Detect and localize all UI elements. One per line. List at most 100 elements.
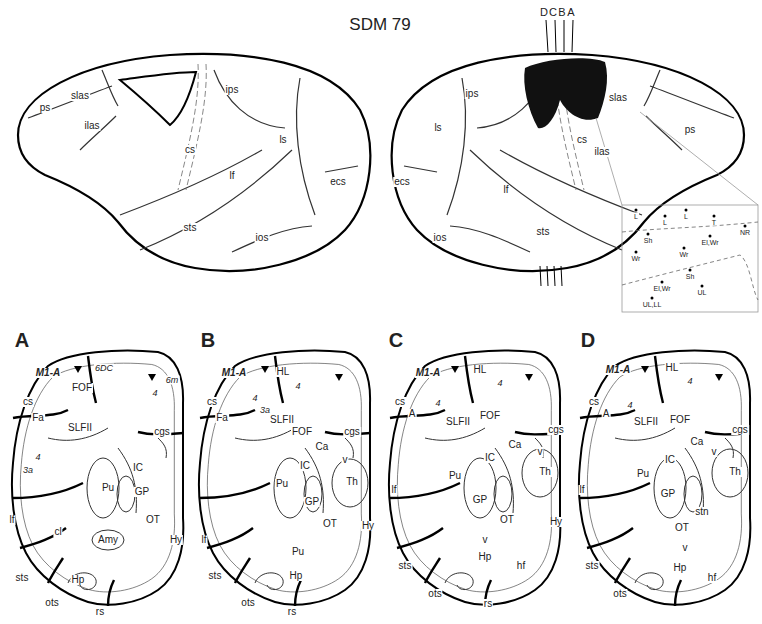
site-label: UL,LL	[642, 301, 663, 308]
left-hemisphere	[18, 54, 370, 271]
sulcus-label: OT	[674, 523, 690, 533]
sulcus-label: stn	[694, 507, 709, 517]
sulcus-label: Hy	[549, 517, 563, 527]
sulcus-label: cs	[206, 397, 218, 407]
sulcus-label: lf	[579, 485, 586, 495]
sulcus-label: sts	[183, 223, 198, 233]
sulcus-label: Pu	[636, 469, 650, 479]
panel-letter: C	[388, 330, 404, 350]
sulcus-label: HL	[276, 367, 291, 377]
sulcus-label: ilas	[593, 147, 610, 157]
area-label: 4	[34, 453, 41, 462]
area-label: 4	[434, 399, 441, 408]
sulcus-label: Th	[345, 477, 359, 487]
sulcus-label: sts	[208, 571, 223, 581]
sulcus-label: Amy	[97, 535, 119, 545]
site-label: T	[711, 219, 717, 226]
sulcus-label: cs	[22, 397, 34, 407]
sulcus-label: Hy	[361, 521, 375, 531]
area-label: M1-A	[415, 368, 441, 378]
sulcus-label: OT	[499, 515, 515, 525]
sulcus-label: ilas	[83, 121, 100, 131]
sulcus-label: Hp	[289, 571, 304, 581]
sulcus-label: ots	[427, 589, 442, 599]
sulcus-label: cs	[588, 397, 600, 407]
panel-letter: A	[14, 330, 30, 350]
site-label: NR	[739, 229, 751, 236]
section-marker: B	[557, 7, 566, 18]
sulcus-label: ips	[225, 85, 240, 95]
sulcus-label: A	[602, 409, 611, 419]
coronal-section	[579, 351, 750, 606]
sulcus-label: A	[408, 409, 417, 419]
sulcus-label: lf	[503, 185, 510, 195]
sulcus-label: Th	[728, 467, 742, 477]
sulcus-label: IC	[132, 463, 144, 473]
area-label: 4	[496, 379, 503, 388]
sulcus-label: Hp	[478, 552, 493, 562]
site-label: El,Wr	[701, 239, 720, 246]
sulcus-label: SLFII	[269, 415, 295, 425]
sulcus-label: cgs	[731, 425, 749, 435]
sulcus-label: hf	[516, 561, 526, 571]
sulcus-label: cs	[184, 145, 196, 155]
sulcus-label: ots	[44, 598, 59, 608]
thalamus-outline	[92, 449, 748, 550]
figure-title: SDM 79	[349, 16, 410, 33]
sulcus-label: Hp	[673, 563, 688, 573]
sulcus-label: FOF	[71, 383, 93, 393]
site-label: L	[633, 213, 639, 220]
sulcus-label: Fa	[215, 413, 229, 423]
sulcus-label: hf	[707, 573, 717, 583]
sulcus-label: sts	[398, 561, 413, 571]
sulcus-label: cs	[576, 135, 588, 145]
area-label: 6DC	[94, 364, 114, 373]
sulcus-label: FOF	[669, 415, 691, 425]
sulcus-label: IC	[664, 455, 676, 465]
sulcus-label: Fa	[31, 413, 45, 423]
lesion-outline	[120, 72, 196, 125]
sulcus-label: GP	[472, 495, 488, 505]
sulcus-label: cs	[394, 397, 406, 407]
area-label: M1-A	[221, 368, 247, 378]
sulcus-label: ls	[278, 135, 287, 145]
area-label: M1-A	[35, 368, 61, 378]
area-label: 6m	[165, 376, 180, 385]
sulcus-label: ps	[684, 125, 697, 135]
area-label: M1-A	[605, 365, 631, 375]
site-label: Sh	[685, 273, 696, 280]
site-label: Sh	[643, 237, 654, 244]
sulcus-label: v	[342, 455, 349, 465]
sulcus-label: slas	[70, 91, 90, 101]
section-marker: A	[566, 7, 575, 18]
sulcus-label: sts	[15, 573, 30, 583]
sulcus-label: lf	[229, 171, 236, 181]
area-label: 3a	[22, 466, 34, 475]
sulcus-label: v	[682, 543, 689, 553]
sulcus-label: ios	[433, 233, 448, 243]
panel-letter: D	[580, 330, 596, 350]
area-label: 4	[251, 394, 258, 403]
sulcus-label: HL	[665, 363, 680, 373]
sulcus-label: Pu	[291, 547, 305, 557]
sulcus-label: Ca	[315, 442, 330, 452]
area-label: 4	[151, 389, 158, 398]
sulcus-label: ips	[465, 89, 480, 99]
sulcus-label: Th	[538, 467, 552, 477]
sulcus-label: IC	[484, 453, 496, 463]
sulcus-label: Pu	[448, 471, 462, 481]
sulcus-label: rs	[287, 607, 297, 617]
sulcus-label: GP	[304, 497, 320, 507]
coronal-section	[12, 351, 183, 606]
sulcus-label: GP	[134, 487, 150, 497]
site-label: L	[683, 213, 689, 220]
sulcus-label: OT	[322, 519, 338, 529]
sulcus-label: rs	[95, 607, 105, 617]
sulcus-label: sts	[585, 561, 600, 571]
sulcus-label: Pu	[101, 483, 115, 493]
sulcus-label: cl	[53, 527, 62, 537]
sulcus-label: Hp	[71, 575, 86, 585]
sulcus-label: cgs	[547, 425, 565, 435]
